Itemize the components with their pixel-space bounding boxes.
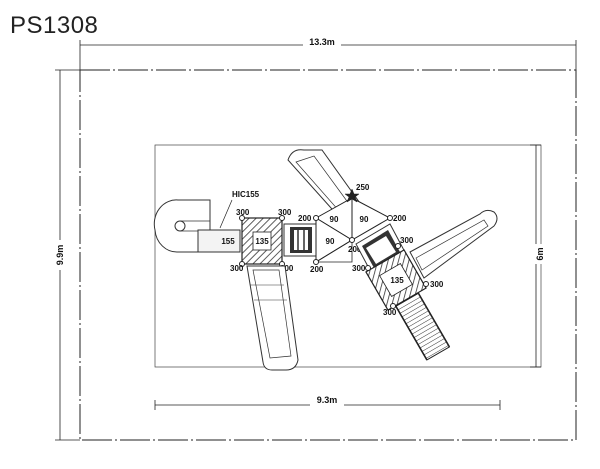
tri-label-bottom: 90 bbox=[326, 237, 335, 246]
outer-width-dimension: 13.3m bbox=[79, 36, 577, 70]
peak-star-icon bbox=[344, 188, 360, 203]
slide-right bbox=[409, 209, 498, 279]
post-label-l: 300 bbox=[383, 308, 397, 317]
outer-width-label: 13.3m bbox=[309, 37, 335, 47]
post-label-c: 300 bbox=[230, 264, 244, 273]
post-label-e: 200 bbox=[298, 214, 312, 223]
post-label-i: 300 bbox=[400, 236, 414, 245]
peak-height-label: 250 bbox=[356, 183, 370, 192]
ladder-steps bbox=[395, 292, 451, 361]
bridge-connector bbox=[283, 223, 317, 257]
triangle-platforms bbox=[314, 197, 392, 263]
post-label-b: 300 bbox=[278, 208, 292, 217]
inner-height-dimension: 6m bbox=[530, 144, 545, 368]
deck-left bbox=[197, 229, 241, 253]
tower-left-height: 135 bbox=[255, 237, 269, 246]
post-label-k: 300 bbox=[430, 280, 444, 289]
tri-label-top-left: 90 bbox=[330, 215, 339, 224]
tower-right-height: 135 bbox=[390, 276, 404, 285]
equipment-footprint bbox=[154, 144, 542, 368]
post-label-a: 300 bbox=[236, 208, 250, 217]
tower-right bbox=[365, 249, 427, 311]
inner-width-label: 9.3m bbox=[317, 395, 338, 405]
outer-height-label: 9.9m bbox=[55, 245, 65, 266]
tri-label-top-right: 90 bbox=[360, 215, 369, 224]
outer-height-dimension: 9.9m bbox=[52, 69, 80, 441]
inner-height-label: 6m bbox=[535, 247, 545, 260]
post-label-d: 300 bbox=[280, 264, 294, 273]
post-label-h: 200 bbox=[310, 265, 324, 274]
hic-label: HIC155 bbox=[232, 190, 260, 199]
climbing-panel bbox=[355, 223, 407, 275]
post-label-g: 200 bbox=[348, 245, 362, 254]
post-label-f: 200 bbox=[393, 214, 407, 223]
deck-left-height: 155 bbox=[221, 237, 235, 246]
plan-title: PS1308 bbox=[10, 12, 99, 39]
post-label-j: 300 bbox=[352, 264, 366, 273]
safety-zone-outer bbox=[79, 69, 577, 441]
inner-width-dimension: 9.3m bbox=[154, 395, 501, 410]
slide-down-left bbox=[246, 265, 299, 371]
